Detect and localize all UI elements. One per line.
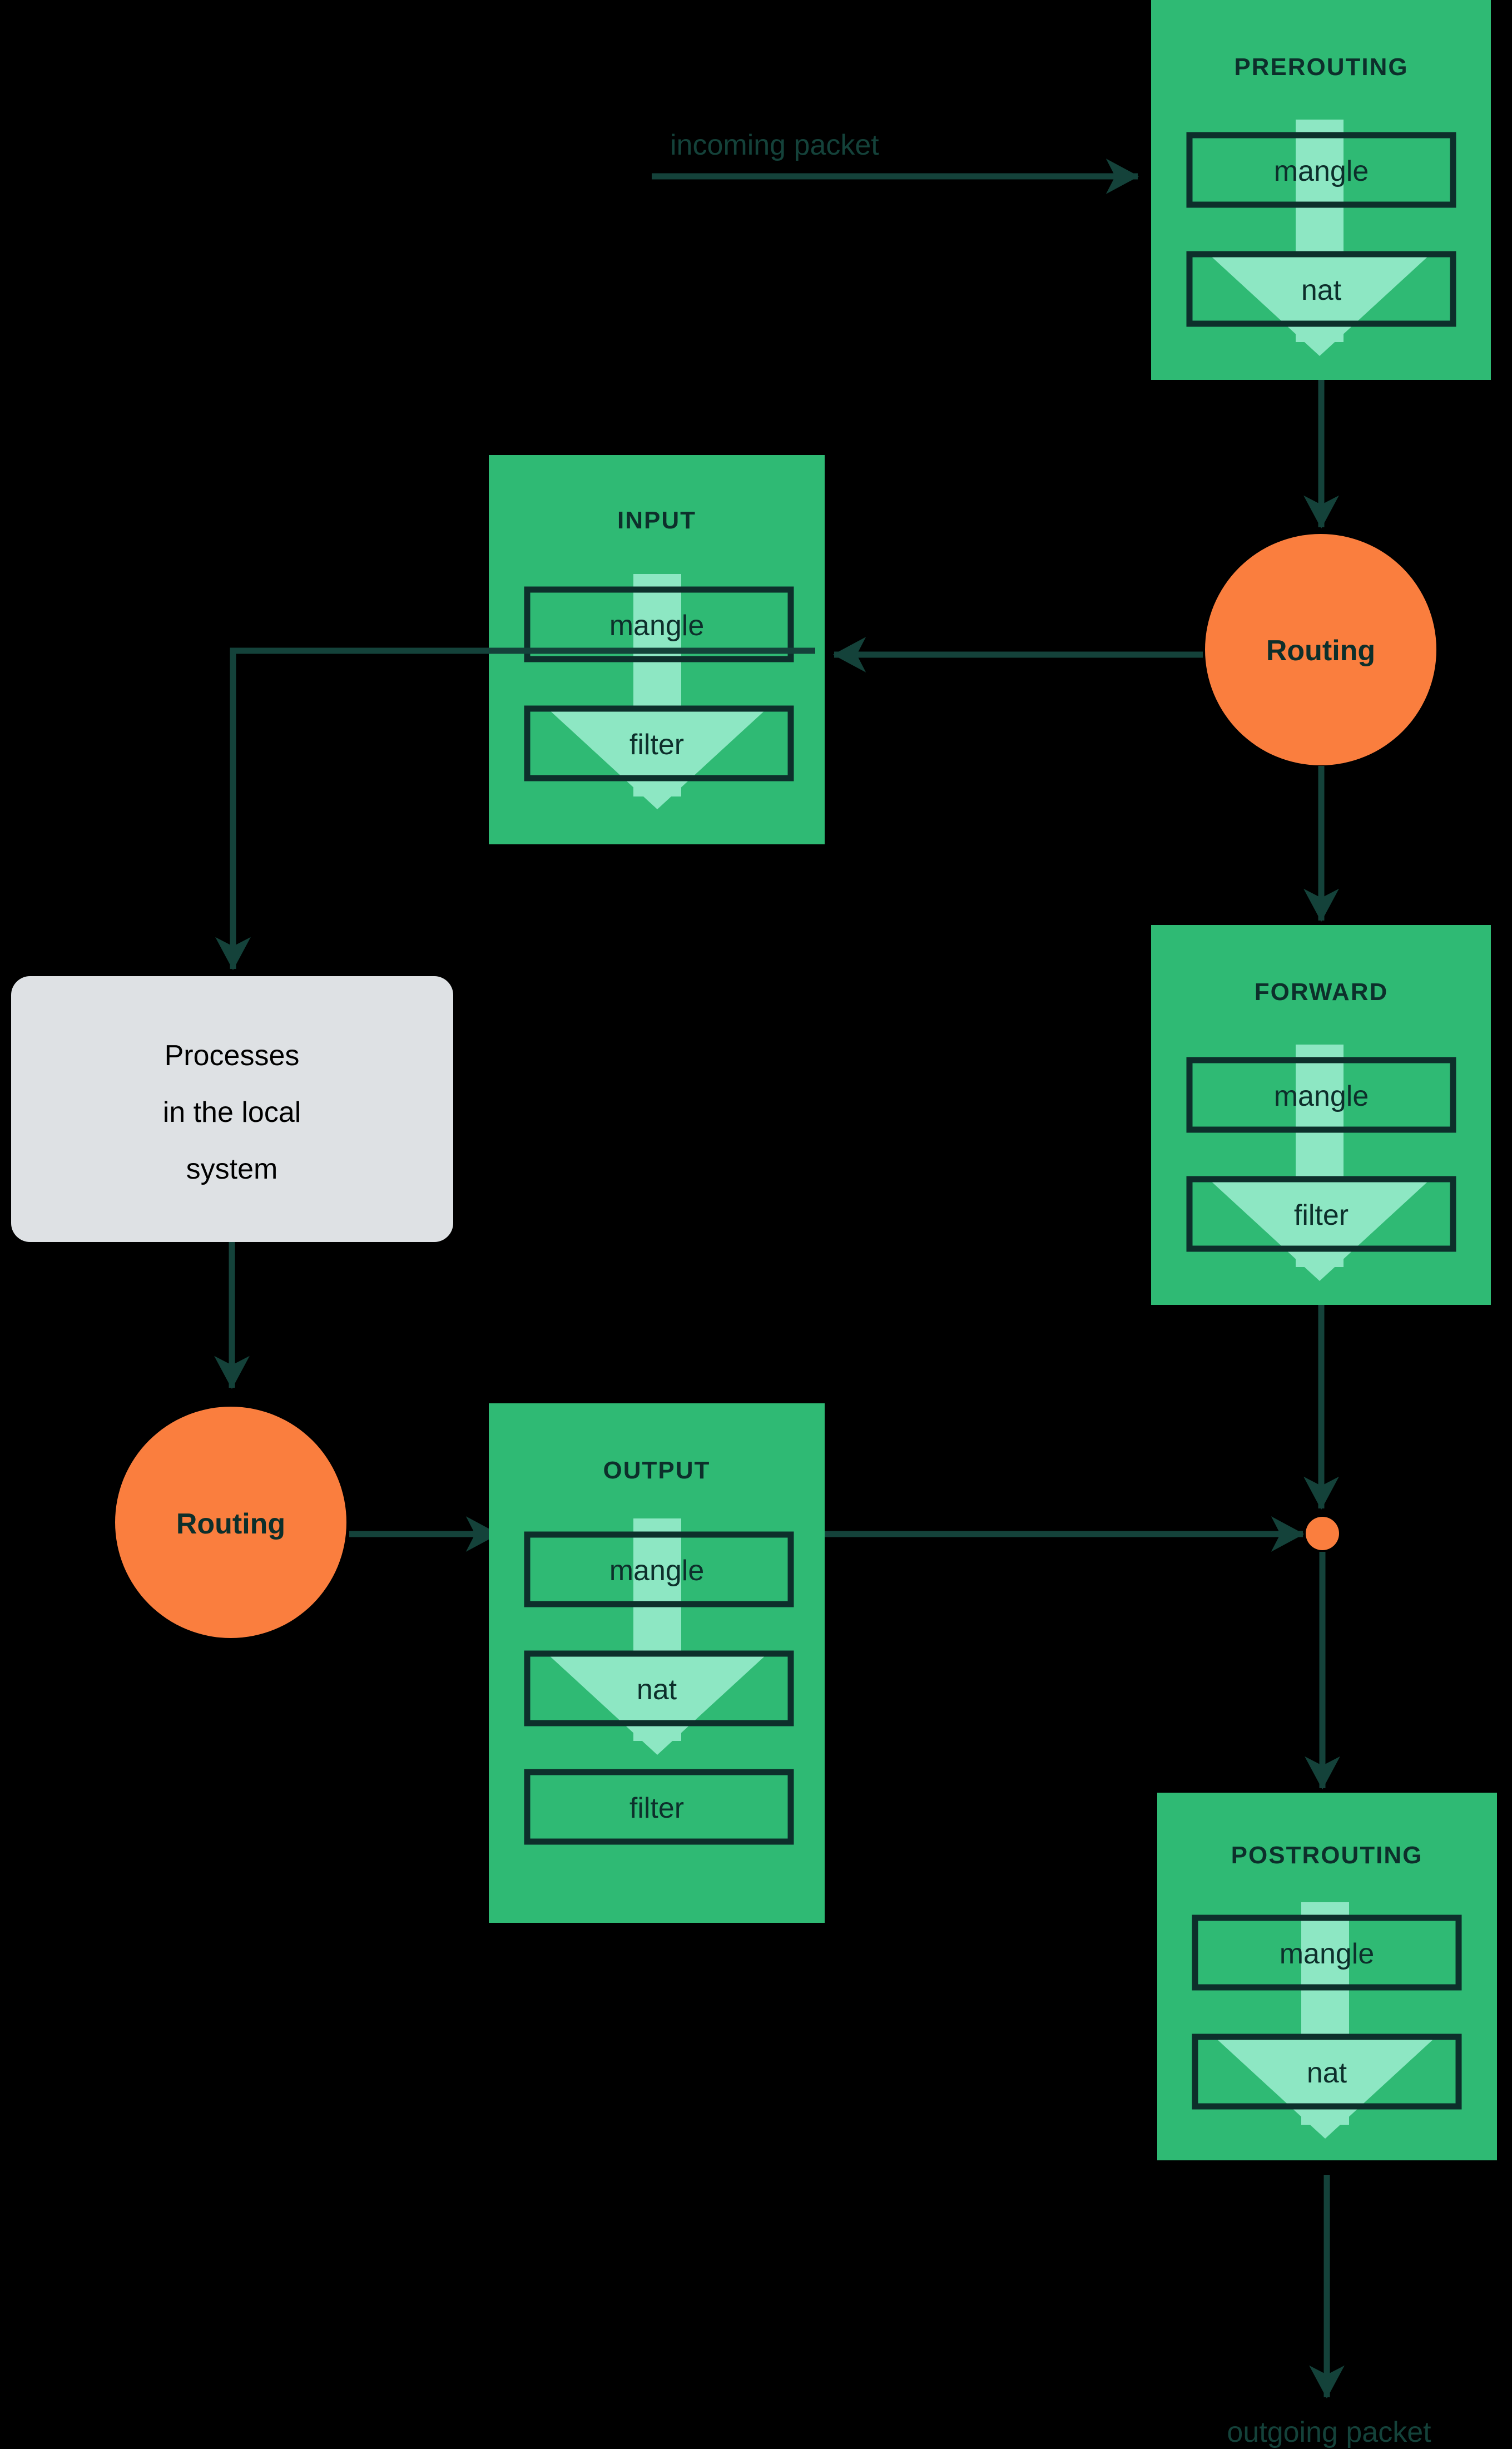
output-title: OUTPUT <box>603 1457 711 1484</box>
forward-table-mangle-box[interactable] <box>1186 1057 1456 1133</box>
forward-flow-head <box>1211 1181 1429 1281</box>
routing-top-circle <box>1205 534 1436 765</box>
chain-prerouting[interactable]: PREROUTING mangle nat <box>1151 0 1491 380</box>
routing-decision-top[interactable]: Routing <box>1205 534 1436 765</box>
forward-table-filter-box[interactable] <box>1186 1176 1456 1252</box>
flow-junction-dot <box>1306 1517 1339 1550</box>
local-processes-line1: Processes <box>165 1040 300 1072</box>
input-table-mangle-label: mangle <box>609 610 705 642</box>
prerouting-title: PREROUTING <box>1234 53 1408 81</box>
chain-postrouting[interactable]: POSTROUTING mangle nat <box>1157 1793 1497 2160</box>
output-table-filter-label: filter <box>629 1792 684 1824</box>
prerouting-flow-head <box>1211 256 1429 356</box>
output-table-filter-box[interactable] <box>524 1769 794 1845</box>
edge-input-to-processes <box>215 647 815 971</box>
chain-forward[interactable]: FORWARD mangle filter <box>1151 925 1491 1305</box>
input-table-mangle-box[interactable] <box>524 586 794 662</box>
forward-table-filter-label: filter <box>1294 1199 1349 1231</box>
postrouting-title: POSTROUTING <box>1231 1842 1423 1869</box>
output-table-mangle-box[interactable] <box>524 1531 794 1607</box>
prerouting-table-nat-label: nat <box>1301 274 1342 306</box>
output-flow-head <box>548 1655 766 1755</box>
prerouting-table-mangle-box[interactable] <box>1186 132 1456 208</box>
outgoing-packet-edge: outgoing packet <box>1227 2175 1431 2448</box>
output-table-nat-box[interactable] <box>524 1650 794 1726</box>
postrouting-table-nat-label: nat <box>1307 2057 1347 2089</box>
output-table-nat-label: nat <box>637 1674 677 1706</box>
routing-top-label: Routing <box>1266 635 1375 667</box>
postrouting-table-nat-box[interactable] <box>1192 2034 1462 2110</box>
chain-output[interactable]: OUTPUT mangle nat filter <box>489 1403 825 1923</box>
outgoing-packet-label: outgoing packet <box>1227 2416 1431 2448</box>
local-processes-box <box>11 976 453 1242</box>
incoming-packet-label: incoming packet <box>670 129 879 161</box>
prerouting-table-mangle-label: mangle <box>1274 155 1369 187</box>
input-table-filter-box[interactable] <box>524 705 794 781</box>
incoming-packet-edge: incoming packet <box>652 129 1139 194</box>
prerouting-table-nat-box[interactable] <box>1186 251 1456 327</box>
routing-decision-bottom[interactable]: Routing <box>115 1407 346 1638</box>
postrouting-table-mangle-box[interactable] <box>1192 1914 1462 1991</box>
input-title: INPUT <box>617 507 696 534</box>
local-processes-line3: system <box>186 1153 278 1185</box>
input-table-filter-label: filter <box>629 729 684 761</box>
routing-bottom-circle <box>115 1407 346 1638</box>
output-table-mangle-label: mangle <box>609 1555 705 1587</box>
forward-table-mangle-label: mangle <box>1274 1080 1369 1112</box>
local-processes-line2: in the local <box>163 1096 301 1129</box>
forward-title: FORWARD <box>1255 978 1389 1006</box>
local-processes-node[interactable]: Processes in the local system <box>11 976 453 1242</box>
routing-bottom-label: Routing <box>176 1508 285 1540</box>
postrouting-table-mangle-label: mangle <box>1280 1938 1375 1970</box>
input-flow-head <box>548 709 766 809</box>
postrouting-flow-head <box>1216 2039 1434 2139</box>
